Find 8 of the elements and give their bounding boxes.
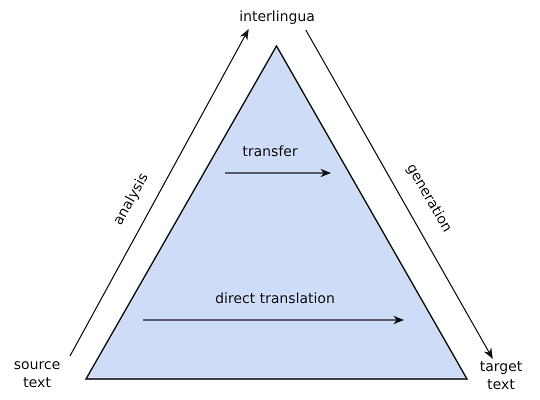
triangle-shape: [85, 45, 468, 380]
arrow-label: transfer: [241, 143, 299, 162]
node-label: source text: [4, 356, 70, 396]
arrow: [69, 29, 249, 356]
node-label: interlingua: [229, 8, 325, 30]
arrow: [305, 30, 493, 359]
arrow-label: direct translation: [214, 290, 336, 308]
node-label: target text: [472, 358, 530, 398]
